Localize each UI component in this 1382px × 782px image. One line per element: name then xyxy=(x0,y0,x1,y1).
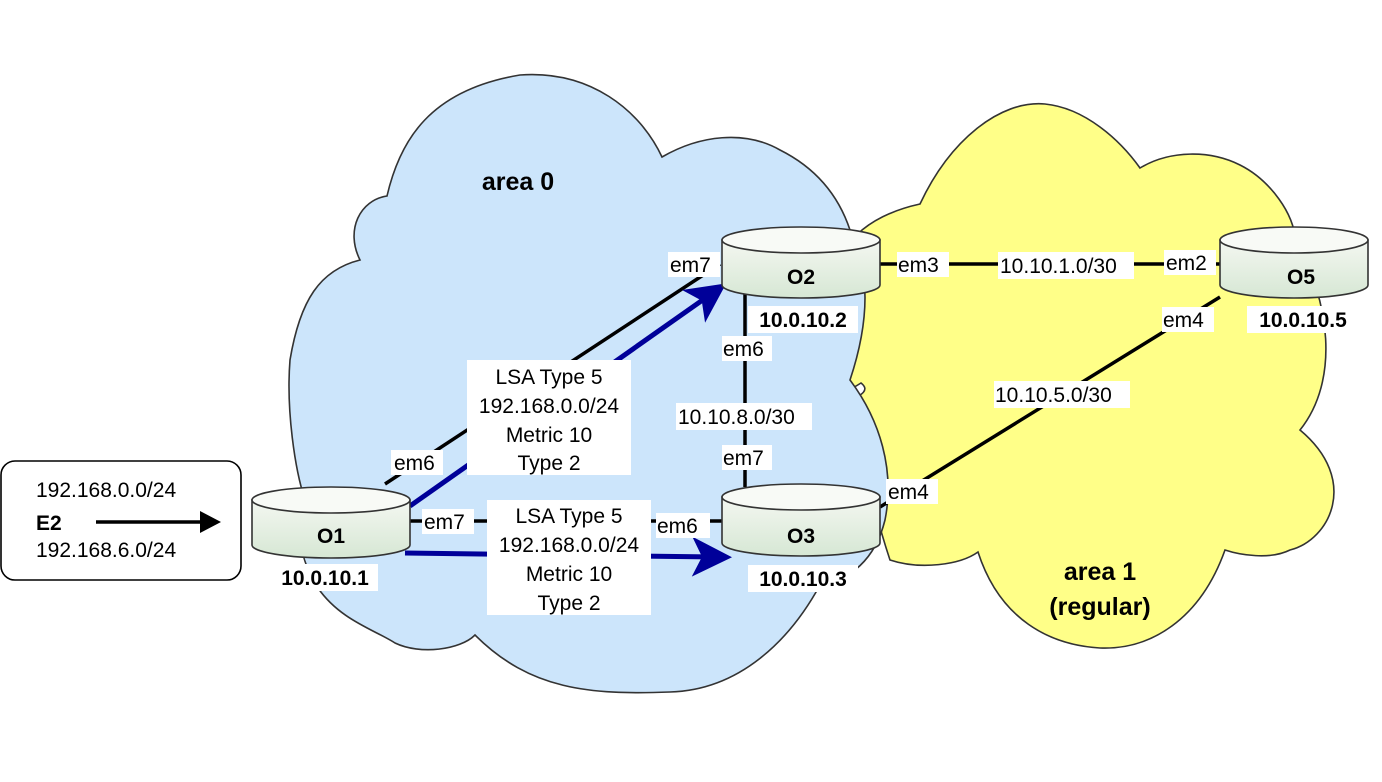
subnet-o2-o3: 10.10.8.0/30 xyxy=(678,406,795,429)
router-icon xyxy=(721,239,881,299)
lsa-info-box-o1-o3: LSA Type 5 192.168.0.0/24 Metric 10 Type… xyxy=(487,500,651,615)
area-0-label: area 0 xyxy=(482,168,554,196)
o5-if-em4: em4 xyxy=(1163,309,1204,332)
o3-if-em4: em4 xyxy=(888,481,929,504)
lsa-line: Metric 10 xyxy=(526,563,612,586)
o3-if-em7: em7 xyxy=(723,447,764,470)
router-name: O1 xyxy=(317,525,345,548)
subnet-o2-o5: 10.10.1.0/30 xyxy=(1000,255,1117,278)
area-1-label: area 1 xyxy=(1064,558,1136,586)
router-icon xyxy=(251,499,411,559)
lsa-line: 192.168.0.0/24 xyxy=(479,395,619,418)
router-o5[interactable]: O5 10.0.10.5 xyxy=(1219,226,1369,333)
router-o1[interactable]: O1 10.0.10.1 xyxy=(251,486,411,591)
lsa-line: Type 2 xyxy=(517,452,580,475)
router-icon xyxy=(721,496,881,557)
lsa-line: Type 2 xyxy=(537,592,600,615)
external-route-1: 192.168.0.0/24 xyxy=(36,479,176,502)
o2-if-em6: em6 xyxy=(723,338,764,361)
lsa-line: LSA Type 5 xyxy=(515,505,622,528)
o1-if-em6: em6 xyxy=(394,452,435,475)
arrow-right-icon xyxy=(200,511,221,533)
router-name: O3 xyxy=(787,525,815,548)
router-name: O5 xyxy=(1287,266,1315,289)
o1-if-em7: em7 xyxy=(424,511,465,534)
o5-if-em2: em2 xyxy=(1166,252,1207,275)
o2-if-em3: em3 xyxy=(898,254,939,277)
o3-if-em6: em6 xyxy=(657,515,698,538)
router-id: 10.0.10.3 xyxy=(759,568,847,591)
lsa-line: 192.168.0.0/24 xyxy=(499,534,639,557)
o2-if-em7: em7 xyxy=(670,254,711,277)
lsa-line: Metric 10 xyxy=(506,424,592,447)
subnet-o3-o5: 10.10.5.0/30 xyxy=(995,384,1112,407)
area-1-type-label: (regular) xyxy=(1049,593,1150,621)
router-id: 10.0.10.2 xyxy=(759,309,847,332)
interface-labels: em6 em7 em7 em6 em6 10.10.8.0/30 em7 em3… xyxy=(391,250,1216,538)
router-o3[interactable]: O3 10.0.10.3 xyxy=(721,483,881,592)
router-id: 10.0.10.5 xyxy=(1259,309,1347,332)
lsa-line: LSA Type 5 xyxy=(495,366,602,389)
router-id: 10.0.10.1 xyxy=(281,567,369,590)
external-type-label: E2 xyxy=(36,512,62,535)
router-name: O2 xyxy=(787,266,815,289)
router-o2[interactable]: O2 10.0.10.2 xyxy=(721,226,881,333)
router-icon xyxy=(1219,239,1369,299)
external-route-box: 192.168.0.0/24 E2 192.168.6.0/24 xyxy=(0,460,242,581)
lsa-info-box-o1-o2: LSA Type 5 192.168.0.0/24 Metric 10 Type… xyxy=(467,360,631,475)
external-route-2: 192.168.6.0/24 xyxy=(36,539,176,562)
